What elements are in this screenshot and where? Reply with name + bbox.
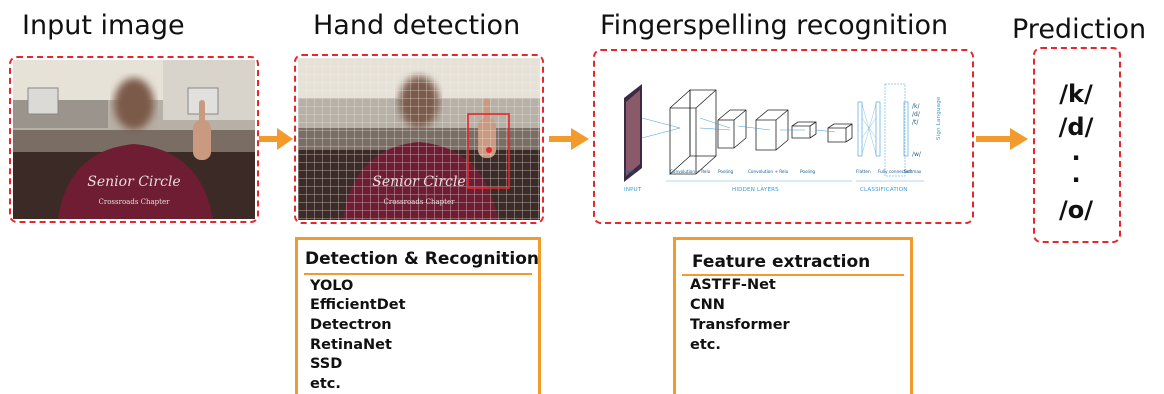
cnn-layer-label-0: Input xyxy=(624,169,635,174)
detection-methods-rule xyxy=(304,273,532,275)
hand-detection-photo: Senior Circle Crossroads Chapter xyxy=(298,58,540,220)
detection-method-item: YOLO xyxy=(310,278,354,294)
prediction-item-2: . xyxy=(1071,138,1081,166)
hand-detection-frame xyxy=(294,54,544,224)
prediction-frame xyxy=(1033,47,1121,243)
cnn-output-2: /t/ xyxy=(912,119,919,126)
prediction-item-4: /o/ xyxy=(1058,196,1094,224)
cnn-layer-label-7: Softmax xyxy=(904,169,922,174)
prediction-item-1: /d/ xyxy=(1058,113,1094,141)
fingerspelling-recognition-title: Fingerspelling recognition xyxy=(600,10,949,41)
feature-method-item: ASTFF-Net xyxy=(690,277,776,293)
classroom-scene: Senior Circle Crossroads Chapter xyxy=(13,60,255,219)
recognition-frame xyxy=(593,49,974,224)
prediction-title: Prediction xyxy=(1012,14,1147,45)
flow-arrow-2 xyxy=(549,128,589,150)
shirt-text: Senior Circle xyxy=(87,174,180,190)
detection-methods-box xyxy=(295,237,541,394)
feature-extraction-title: Feature extraction xyxy=(692,252,871,272)
feature-method-item: Transformer xyxy=(690,317,790,333)
cnn-layer-label-6: Fully connected xyxy=(878,169,911,174)
feature-method-item: CNN xyxy=(690,297,725,313)
cnn-layer-label-2: Pooling xyxy=(718,169,733,174)
cnn-layer-label-3: Convolution + Relu xyxy=(748,169,789,174)
cnn-section-classification: CLASSIFICATION xyxy=(860,187,908,193)
input-image-photo: Senior Circle Crossroads Chapter xyxy=(13,60,255,219)
hand-center-point xyxy=(486,147,492,153)
input-image-frame xyxy=(9,56,259,223)
detection-method-item: etc. xyxy=(310,376,341,392)
cnn-section-input: INPUT xyxy=(624,187,642,193)
flow-arrow-1 xyxy=(259,128,293,150)
cnn-output-1: /d/ xyxy=(912,111,921,118)
hand-detection-title: Hand detection xyxy=(313,10,521,41)
cnn-layer-label-1: Convolution + Relu xyxy=(670,169,711,174)
prediction-item-3: . xyxy=(1071,160,1081,188)
cnn-layer-label-4: Pooling xyxy=(800,169,815,174)
feature-extraction-box xyxy=(673,237,913,394)
detection-method-item: EfficientDet xyxy=(310,297,406,313)
detection-methods-title: Detection & Recognition xyxy=(305,249,539,269)
hand-bounding-box xyxy=(467,113,510,189)
cnn-section-hidden: HIDDEN LAYERS xyxy=(732,187,779,193)
cnn-output-0: /k/ xyxy=(912,103,920,110)
cnn-side-label: Sign Language xyxy=(936,96,942,140)
detection-scene: Senior Circle Crossroads Chapter xyxy=(298,58,540,220)
cnn-layer-label-5: Flatten xyxy=(856,169,871,174)
cnn-output-3: /w/ xyxy=(912,151,922,158)
input-image-title: Input image xyxy=(22,10,185,41)
detection-method-item: RetinaNet xyxy=(310,337,392,353)
detection-method-item: Detectron xyxy=(310,317,392,333)
feature-extraction-rule xyxy=(682,274,904,276)
detection-method-item: SSD xyxy=(310,356,343,372)
prediction-item-0: /k/ xyxy=(1059,80,1093,108)
shirt-subtext: Crossroads Chapter xyxy=(99,198,171,206)
feature-method-item: etc. xyxy=(690,337,721,353)
cnn-architecture-diagram: /k/ /d/ /t/ /w/ Sign Language Input Conv… xyxy=(624,83,942,193)
flow-arrow-3 xyxy=(976,128,1028,150)
